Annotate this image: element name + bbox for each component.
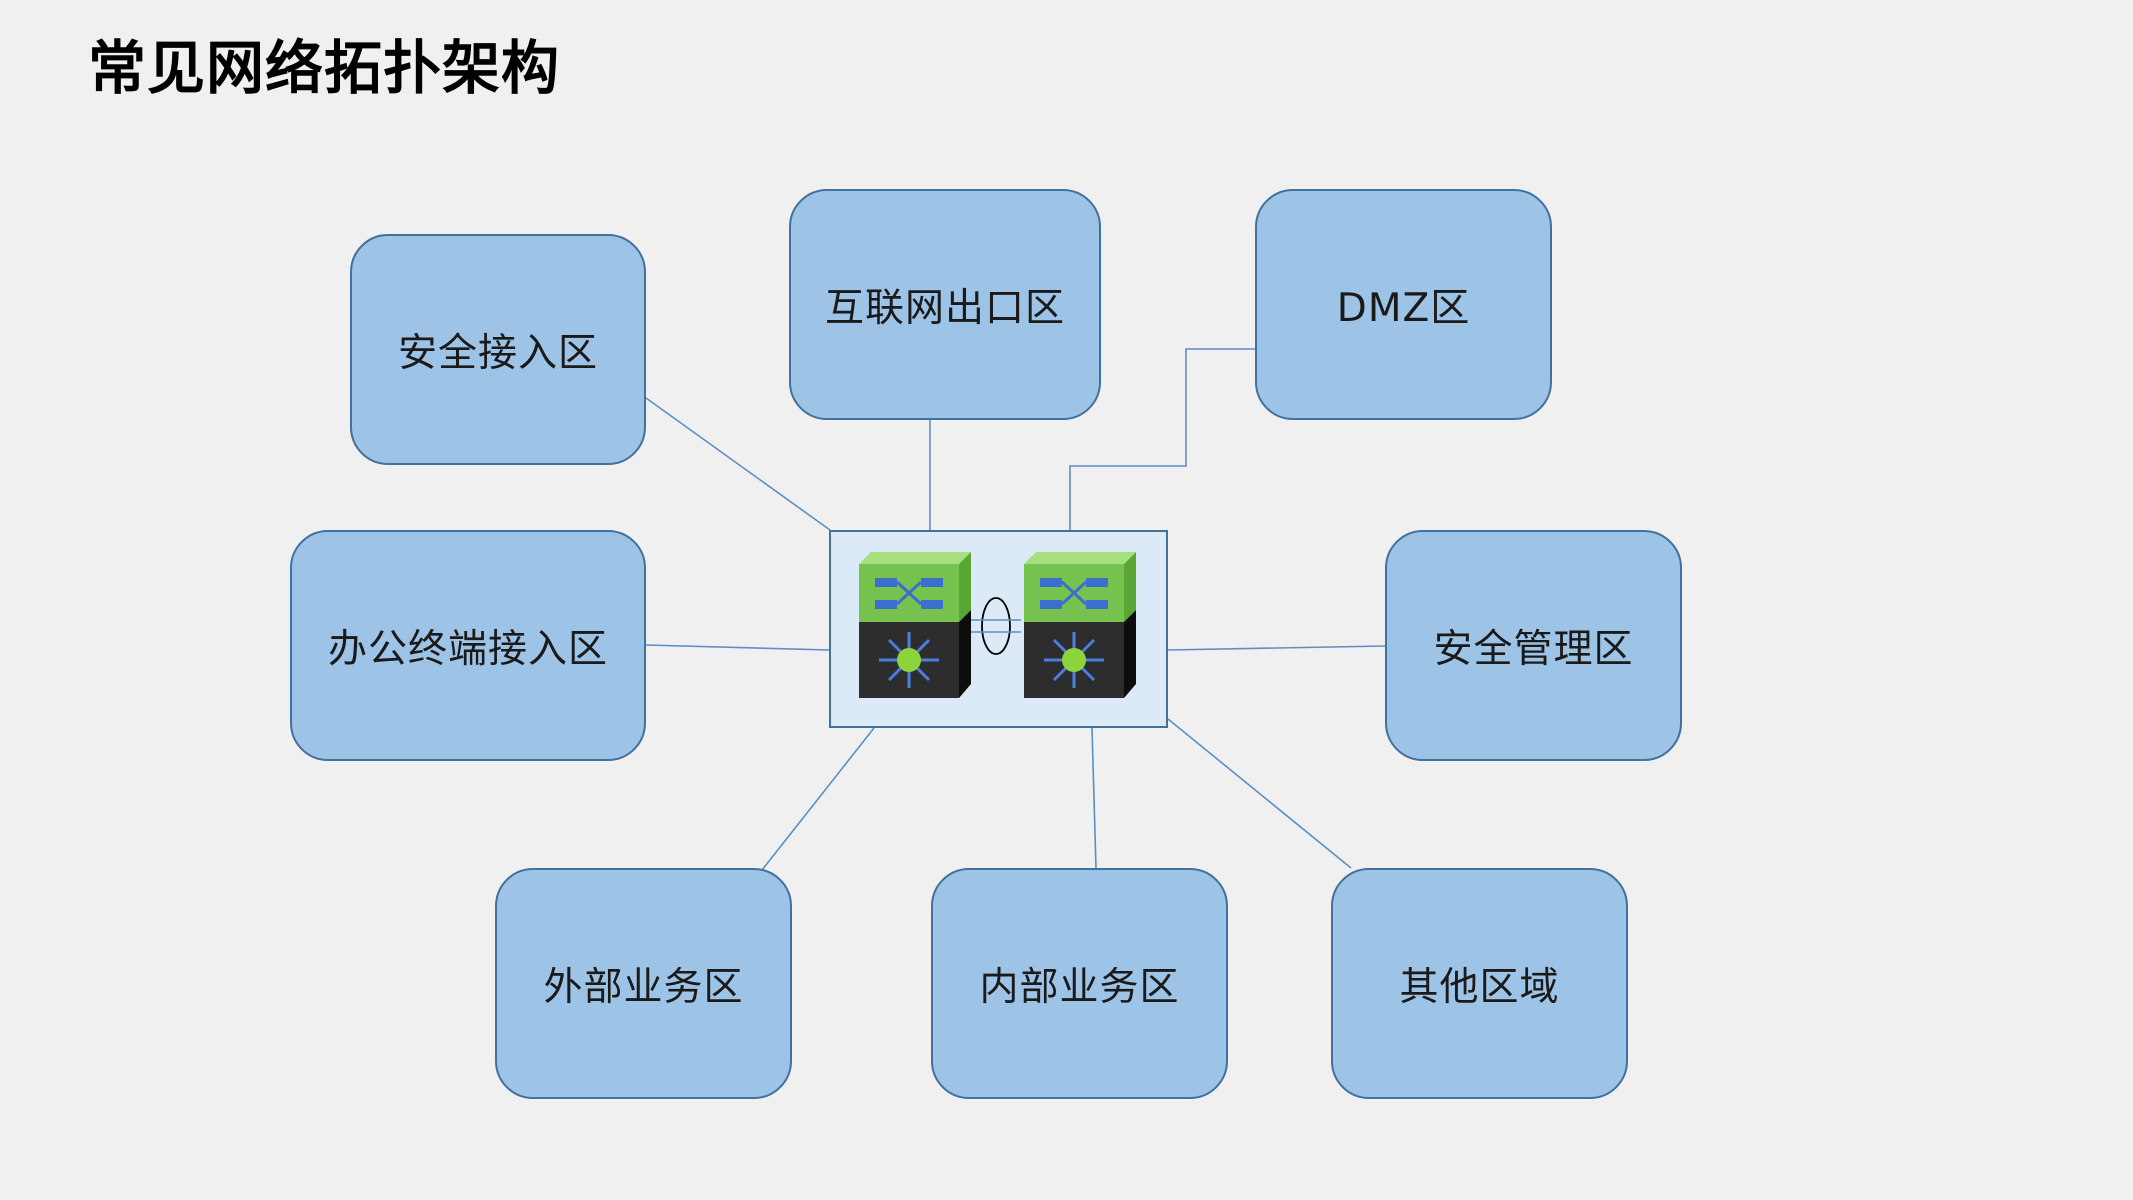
- link-dmz: [1069, 348, 1255, 530]
- link-other: [1167, 718, 1352, 869]
- zone-external-business[interactable]: 外部业务区: [495, 868, 792, 1099]
- zone-dmz[interactable]: DMZ区: [1255, 189, 1552, 420]
- layer3-switch-icon: [1024, 552, 1136, 698]
- link-security-mgmt: [1167, 645, 1386, 651]
- layer3-switch-icon: [859, 552, 971, 698]
- page-title: 常见网络拓扑架构: [88, 34, 561, 102]
- zone-internet-exit[interactable]: 互联网出口区: [789, 189, 1101, 420]
- zone-office-terminal[interactable]: 办公终端接入区: [290, 530, 646, 761]
- link-office-terminal: [645, 644, 830, 651]
- zone-other[interactable]: 其他区域: [1331, 868, 1628, 1099]
- zone-internal-business[interactable]: 内部业务区: [931, 868, 1228, 1099]
- stack-link-icon: [971, 597, 1021, 655]
- link-internal-business: [1091, 727, 1097, 869]
- zone-secure-access[interactable]: 安全接入区: [350, 234, 646, 465]
- zone-security-mgmt[interactable]: 安全管理区: [1385, 530, 1682, 761]
- core-switch-group[interactable]: [829, 530, 1168, 728]
- link-external-business: [761, 727, 875, 871]
- link-secure-access: [645, 397, 831, 531]
